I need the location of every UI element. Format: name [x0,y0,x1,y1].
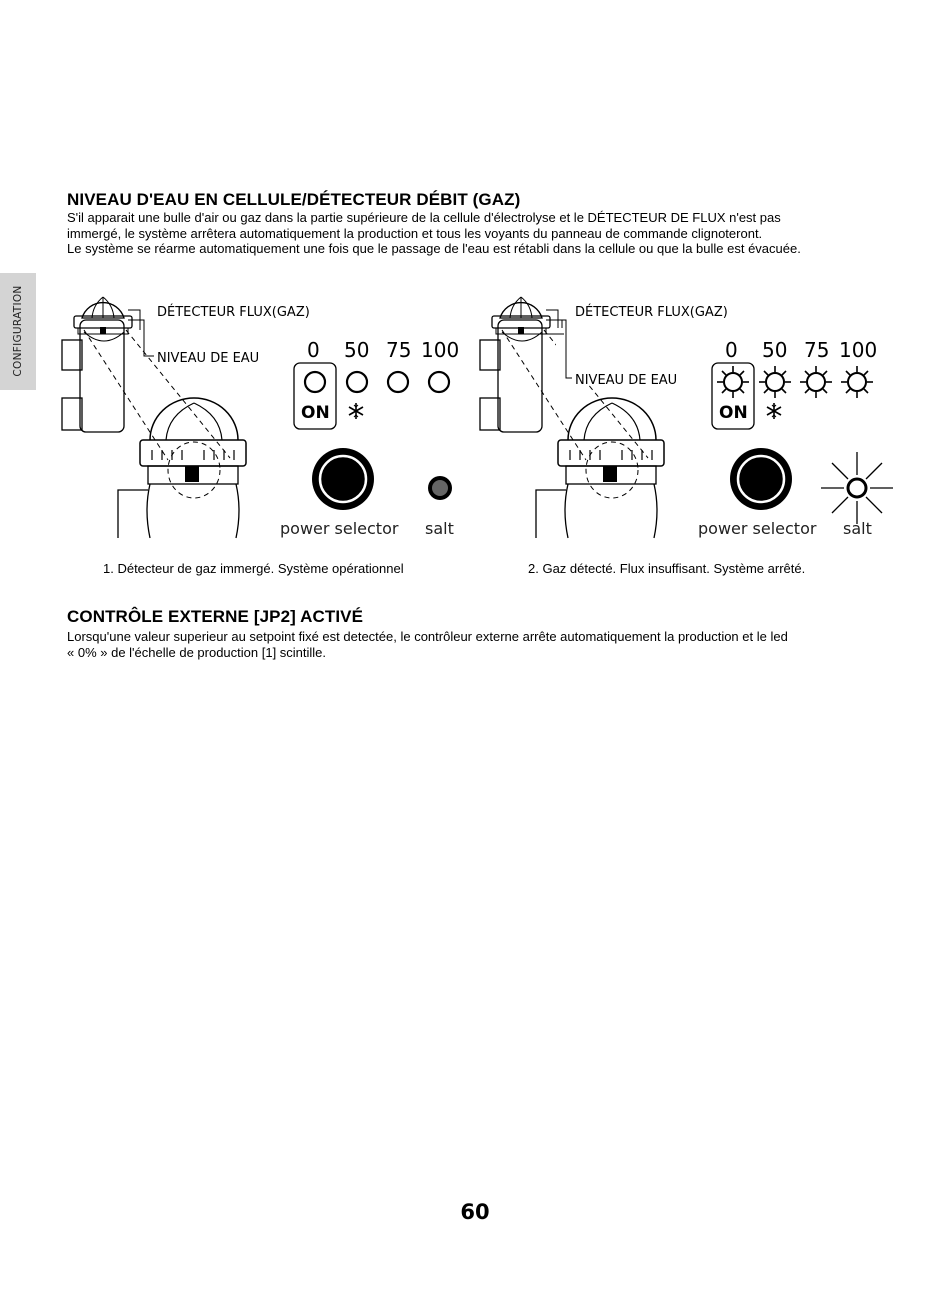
power-selector-label: power selector [280,519,399,538]
power-selector-ring [736,454,786,504]
led-50-blinking [758,365,792,399]
scale-75: 75 [804,338,829,362]
label-detector: DÉTECTEUR FLUX(GAZ) [157,304,310,320]
cell-illustrations: DÉTECTEUR FLUX(GAZ) NIVEAU DE EAU 0 50 7… [61,296,893,539]
on-label: ON [301,403,330,423]
led-75-blinking [799,365,833,399]
figure-2-caption: 2. Gaz détecté. Flux insuffisant. Systèm… [528,561,806,576]
power-selector-button[interactable] [730,448,792,510]
figure-1-caption: 1. Détecteur de gaz immergé. Système opé… [103,561,404,576]
power-selector-ring [318,454,368,504]
led-100-blinking [840,365,874,399]
led-75 [386,370,410,394]
figure-2-labels: DÉTECTEUR FLUX(GAZ) NIVEAU DE EAU 0 50 7… [544,304,893,538]
side-tab-configuration: CONFIGURATION [0,273,36,390]
section-body-external-control: Lorsqu'une valeur superieur au setpoint … [67,629,897,660]
scale-0: 0 [725,338,738,362]
salt-led [432,480,448,496]
page-number: 60 [460,1200,490,1224]
section-body-water-level: S'il apparait une bulle d'air ou gaz dan… [67,210,897,257]
on-indicator-frame [293,362,337,430]
led-0 [303,370,327,394]
paragraph-line: « 0% » de l'échelle de production [1] sc… [67,644,327,660]
on-indicator-frame [711,362,755,430]
label-water-level: NIVEAU DE EAU [157,351,259,366]
section-title-external-control: CONTRÔLE EXTERNE [JP2] ACTIVÉ [67,607,364,626]
label-water-level: NIVEAU DE EAU [575,373,677,388]
salt-led-rays [821,452,893,524]
section-title-water-level: NIVEAU D'EAU EN CELLULE/DÉTECTEUR DÉBIT … [67,190,521,209]
snowflake-icon [766,402,782,420]
power-selector-button[interactable] [312,448,374,510]
scale-100: 100 [421,338,459,362]
leader-line [560,319,572,379]
paragraph-line: immergé, le système arrêtera automatique… [67,225,763,241]
salt-led-blinking [846,477,868,499]
snowflake-icon [348,402,364,420]
cell-diagram [61,296,247,539]
led-100 [427,370,451,394]
scale-50: 50 [344,338,369,362]
scale-100: 100 [839,338,877,362]
salt-label: salt [843,519,872,538]
scale-0: 0 [307,338,320,362]
paragraph-line: Le système se réarme automatiquement une… [67,241,801,256]
scale-75: 75 [386,338,411,362]
led-0-blinking [716,365,750,399]
paragraph-line: Lorsqu'une valeur superieur au setpoint … [67,629,788,644]
salt-label: salt [425,519,454,538]
scale-50: 50 [762,338,787,362]
figure-1: DÉTECTEUR FLUX(GAZ) NIVEAU DE EAU 0 50 7… [61,296,459,539]
power-selector-label: power selector [698,519,817,538]
on-label: ON [719,403,748,423]
paragraph-line: S'il apparait une bulle d'air ou gaz dan… [67,210,781,225]
label-detector: DÉTECTEUR FLUX(GAZ) [575,304,728,320]
led-50 [345,370,369,394]
